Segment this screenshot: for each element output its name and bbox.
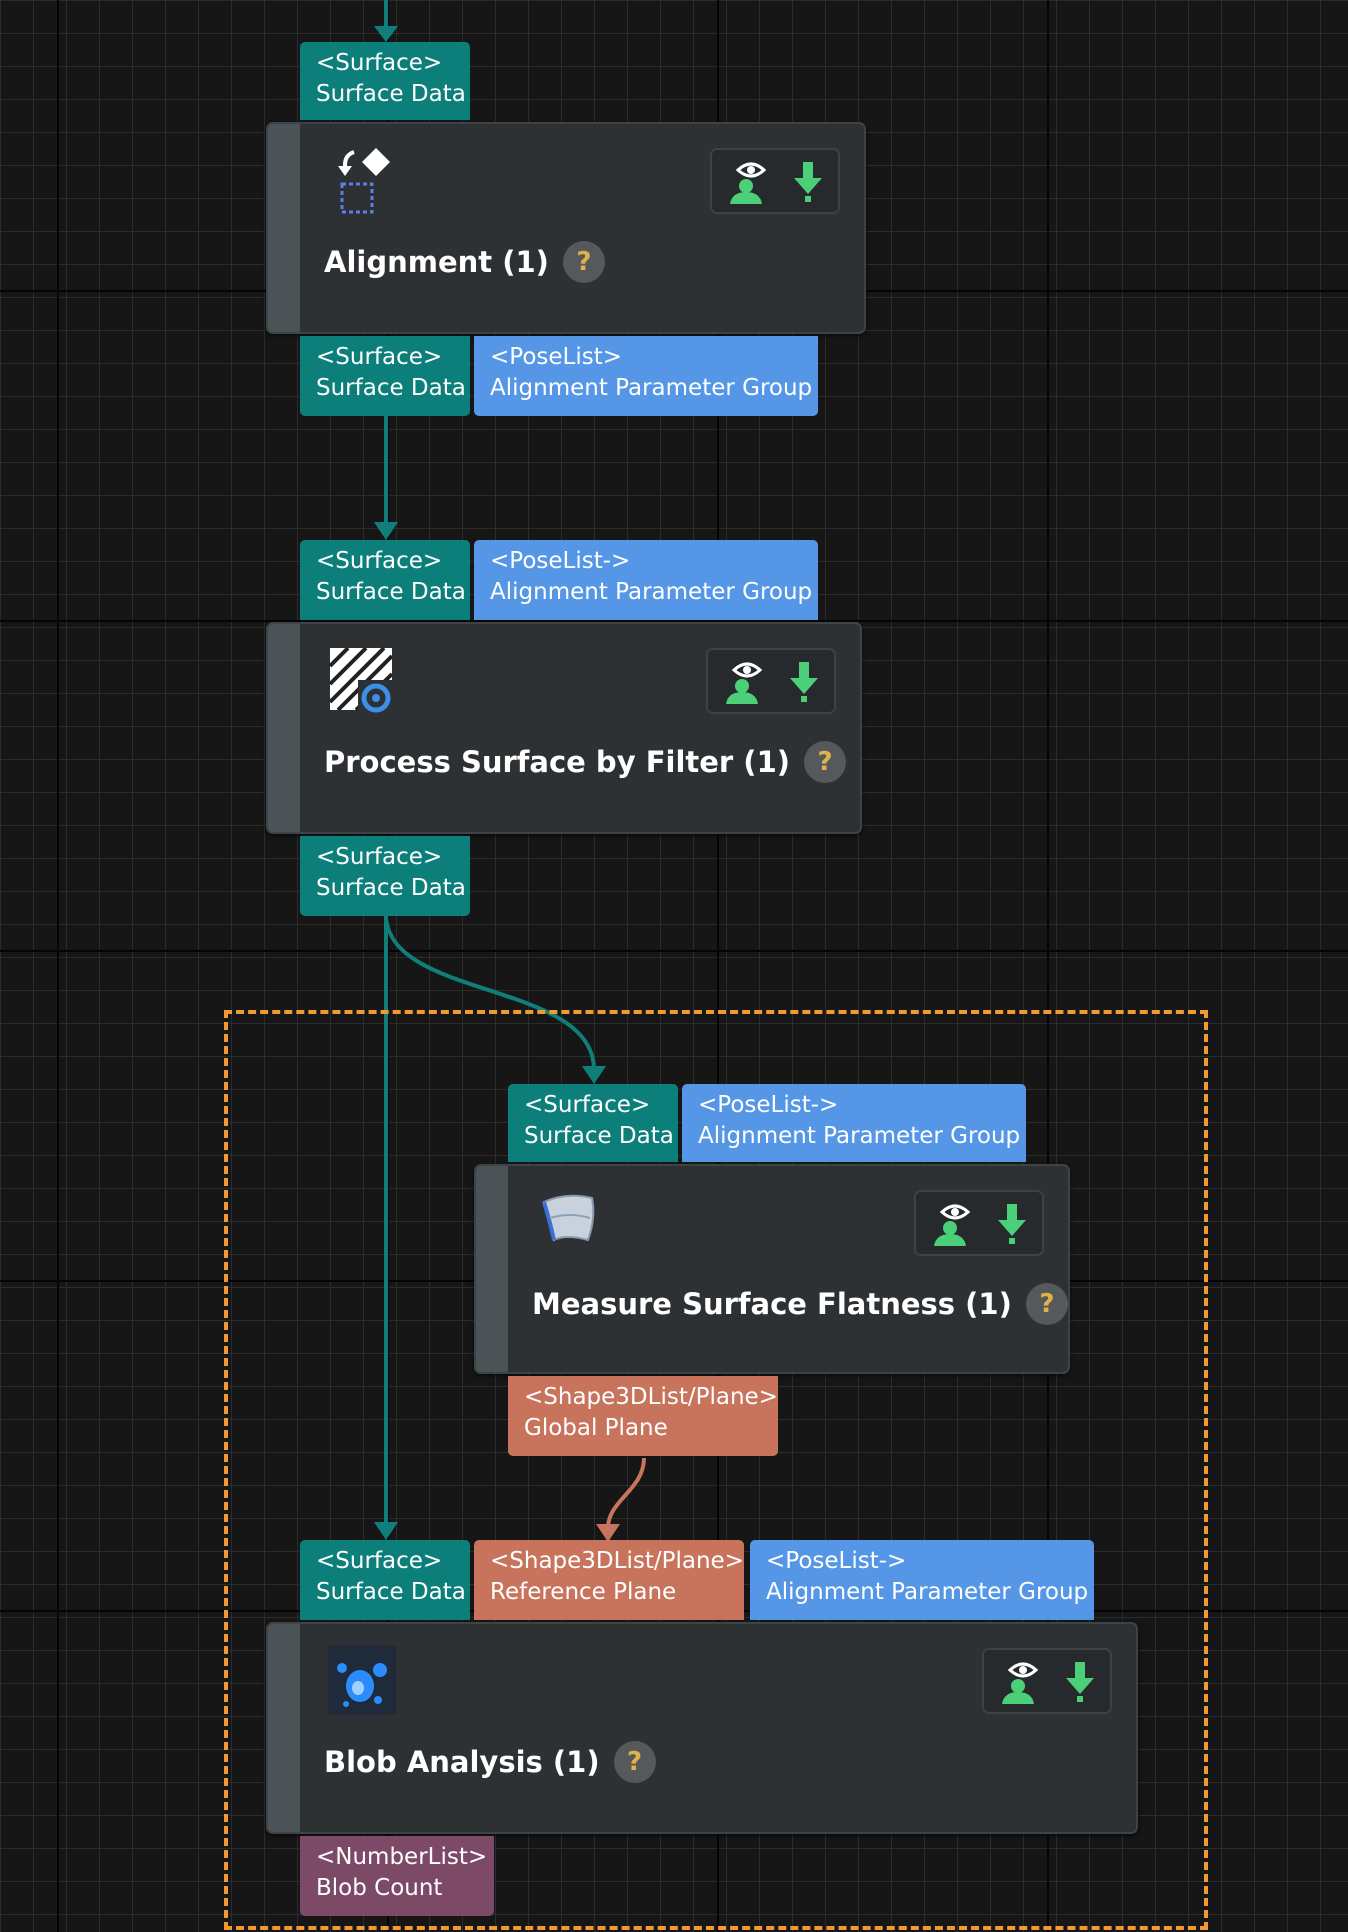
port-type: <Surface> [316,844,443,870]
alignment-input-surface-port[interactable]: <Surface> Surface Data [300,42,470,120]
wire-arrow [374,26,398,42]
port-type: <Surface> [316,548,443,574]
surface-filter-icon [328,646,394,713]
port-name: Surface Data [316,81,466,107]
node-title: Blob Analysis (1) ? [324,1741,656,1783]
wire-arrow [374,1522,398,1540]
node-toolbar [710,148,840,214]
node-title-text: Alignment (1) [324,245,549,279]
wire-arrow [596,1524,620,1542]
port-type: <PoseList-> [490,548,631,574]
port-name: Surface Data [316,875,466,901]
port-name: Reference Plane [490,1579,677,1605]
flatness-icon [542,1194,595,1242]
node-title: Measure Surface Flatness (1) ? [532,1283,1068,1325]
port-type: <NumberList> [316,1844,488,1870]
node-stripe [268,1624,300,1832]
node-title: Alignment (1) ? [324,241,605,283]
blob-input-plane-port[interactable]: <Shape3DList/Plane> Reference Plane [474,1540,744,1620]
node-toolbar [982,1648,1112,1714]
measure-flatness-node[interactable]: Measure Surface Flatness (1) ? [474,1164,1070,1374]
blob-output-count-port[interactable]: <NumberList> Blob Count [300,1836,494,1916]
port-name: Alignment Parameter Group [698,1123,1021,1149]
port-type: <Surface> [316,1548,443,1574]
node-title-text: Measure Surface Flatness (1) [532,1287,1012,1321]
flatness-input-pose-port[interactable]: <PoseList-> Alignment Parameter Group [682,1084,1026,1162]
wire-arrow [582,1066,606,1084]
flatness-input-surface-port[interactable]: <Surface> Surface Data [508,1084,678,1162]
node-toolbar [706,648,836,714]
process-surface-node[interactable]: Process Surface by Filter (1) ? [266,622,862,834]
debug-pin-icon[interactable] [788,158,828,206]
wire-filter-to-flatness [384,913,596,1071]
port-type: <Shape3DList/Plane> [524,1384,778,1410]
port-name: Blob Count [316,1875,443,1901]
help-icon[interactable]: ? [613,1741,656,1783]
port-type: <Surface> [316,344,443,370]
filter-input-pose-port[interactable]: <PoseList-> Alignment Parameter Group [474,540,818,620]
alignment-output-pose-port[interactable]: <PoseList> Alignment Parameter Group [474,336,818,416]
node-stripe [268,124,300,332]
port-name: Surface Data [524,1123,674,1149]
port-type: <Surface> [316,50,443,76]
port-type: <PoseList-> [766,1548,907,1574]
node-title-text: Process Surface by Filter (1) [324,745,790,779]
alignment-icon [338,148,390,214]
filter-input-surface-port[interactable]: <Surface> Surface Data [300,540,470,620]
group-selection-box[interactable] [224,1010,1208,1930]
port-type: <PoseList-> [698,1092,839,1118]
visibility-toggle-icon[interactable] [722,658,772,706]
port-name: Alignment Parameter Group [766,1579,1089,1605]
help-icon[interactable]: ? [804,741,846,783]
blob-icon [328,1646,396,1714]
port-name: Surface Data [316,1579,466,1605]
blob-input-pose-port[interactable]: <PoseList-> Alignment Parameter Group [750,1540,1094,1620]
debug-pin-icon[interactable] [992,1200,1032,1248]
visibility-toggle-icon[interactable] [998,1658,1048,1706]
filter-output-surface-port[interactable]: <Surface> Surface Data [300,836,470,916]
debug-pin-icon[interactable] [784,658,824,706]
port-name: Surface Data [316,375,466,401]
blob-analysis-node[interactable]: Blob Analysis (1) ? [266,1622,1138,1834]
flatness-output-plane-port[interactable]: <Shape3DList/Plane> Global Plane [508,1376,778,1456]
node-stripe [476,1166,508,1372]
port-name: Alignment Parameter Group [490,579,813,605]
debug-pin-icon[interactable] [1060,1658,1100,1706]
node-title: Process Surface by Filter (1) ? [324,741,846,783]
port-name: Surface Data [316,579,466,605]
visibility-toggle-icon[interactable] [726,158,776,206]
port-name: Global Plane [524,1415,668,1441]
wire-plane-to-blob [606,1457,646,1529]
visibility-toggle-icon[interactable] [930,1200,980,1248]
wire-arrow [374,522,398,540]
alignment-output-surface-port[interactable]: <Surface> Surface Data [300,336,470,416]
node-stripe [268,624,300,832]
node-title-text: Blob Analysis (1) [324,1745,600,1779]
help-icon[interactable]: ? [1025,1283,1068,1325]
port-name: Alignment Parameter Group [490,375,813,401]
port-type: <Surface> [524,1092,651,1118]
blob-input-surface-port[interactable]: <Surface> Surface Data [300,1540,470,1620]
port-type: <PoseList> [490,344,623,370]
node-toolbar [914,1190,1044,1256]
port-type: <Shape3DList/Plane> [490,1548,744,1574]
help-icon[interactable]: ? [562,241,605,283]
alignment-node[interactable]: Alignment (1) ? [266,122,866,334]
